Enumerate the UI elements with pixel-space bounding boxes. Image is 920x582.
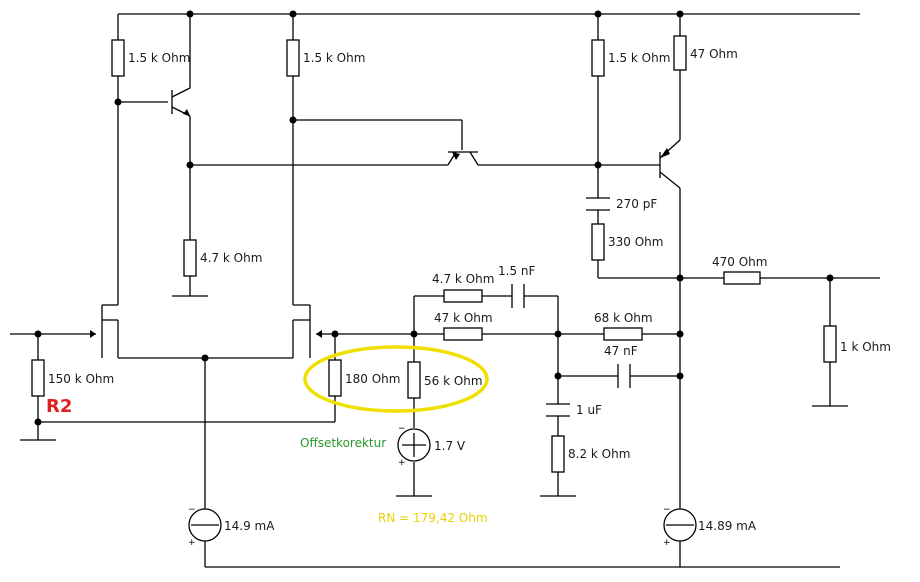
label-r-150k: 150 k Ohm	[48, 372, 114, 386]
ground-symbols	[20, 295, 848, 497]
resistor-r-8k2	[551, 435, 565, 473]
label-rn-note: RN = 179,42 Ohm	[378, 511, 488, 525]
capacitors	[511, 197, 631, 417]
resistor-r-68k	[603, 327, 643, 341]
label-r-47k: 47 k Ohm	[434, 311, 493, 325]
resistor-r-4k7-left	[183, 239, 197, 277]
svg-text:−: −	[188, 505, 196, 515]
wiring	[10, 13, 880, 568]
label-r2-tag: R2	[46, 396, 72, 417]
label-r-4k7-fb: 4.7 k Ohm	[432, 272, 494, 286]
label-i-right: 14.89 mA	[698, 519, 757, 533]
label-i-left: 14.9 mA	[224, 519, 275, 533]
current-source-left: − +	[188, 505, 222, 548]
label-r-56k: 56 k Ohm	[424, 374, 483, 388]
svg-text:+: +	[188, 538, 196, 548]
capacitor-c-1n5	[511, 284, 525, 308]
label-r-68k: 68 k Ohm	[594, 311, 653, 325]
resistor-r-47k	[443, 327, 483, 341]
label-r-1k: 1 k Ohm	[840, 340, 891, 354]
label-r-4k7-left: 4.7 k Ohm	[200, 251, 262, 265]
svg-text:−: −	[398, 424, 406, 434]
resistor-r-4k7-fb	[443, 289, 483, 303]
resistor-r-330	[591, 223, 605, 261]
resistor-r-150k	[31, 359, 45, 397]
label-c-47n: 47 nF	[604, 344, 638, 358]
highlight-ellipse	[303, 345, 489, 413]
label-r-8k2: 8.2 k Ohm	[568, 447, 630, 461]
resistor-r-top-left	[111, 39, 125, 77]
capacitor-c-47n	[617, 364, 631, 388]
svg-text:+: +	[663, 538, 671, 548]
bjt-mid-emitter-arrow	[452, 152, 460, 160]
capacitor-c-270p	[586, 197, 610, 211]
voltage-source: − +	[397, 424, 431, 468]
label-r-470: 470 Ohm	[712, 255, 767, 269]
component-labels: 1.5 k Ohm 1.5 k Ohm 1.5 k Ohm 47 Ohm 270…	[46, 47, 891, 533]
label-r-top-left: 1.5 k Ohm	[128, 51, 190, 65]
jfet-right-gate-arrow	[316, 330, 322, 338]
bjt-output-emitter-arrow	[660, 148, 670, 158]
label-c-1u: 1 uF	[576, 403, 602, 417]
label-c-270p: 270 pF	[616, 197, 657, 211]
resistors	[31, 35, 837, 473]
label-r-330: 330 Ohm	[608, 235, 663, 249]
current-source-right: − +	[663, 505, 697, 548]
label-offset: Offsetkorektur	[300, 436, 386, 450]
capacitor-c-1u	[546, 403, 570, 417]
svg-text:−: −	[663, 505, 671, 515]
resistor-r-56k	[407, 361, 421, 399]
resistor-r-1k	[823, 325, 837, 363]
label-v-source: 1.7 V	[434, 439, 466, 453]
resistor-r-top-right	[591, 39, 605, 77]
junction-dots	[34, 10, 834, 426]
jfet-arrows	[90, 109, 670, 338]
bjt-upper-emitter-arrow	[183, 109, 190, 116]
svg-text:+: +	[398, 458, 406, 468]
jfet-left-gate-arrow	[90, 330, 96, 338]
label-c-1n5: 1.5 nF	[498, 264, 536, 278]
label-r-47: 47 Ohm	[690, 47, 738, 61]
label-r-top-right: 1.5 k Ohm	[608, 51, 670, 65]
label-r-180: 180 Ohm	[345, 372, 400, 386]
resistor-r-470	[723, 271, 761, 285]
label-r-top-mid: 1.5 k Ohm	[303, 51, 365, 65]
resistor-r-180	[328, 359, 342, 397]
resistor-r-47	[673, 35, 687, 71]
resistor-r-top-mid	[286, 39, 300, 77]
